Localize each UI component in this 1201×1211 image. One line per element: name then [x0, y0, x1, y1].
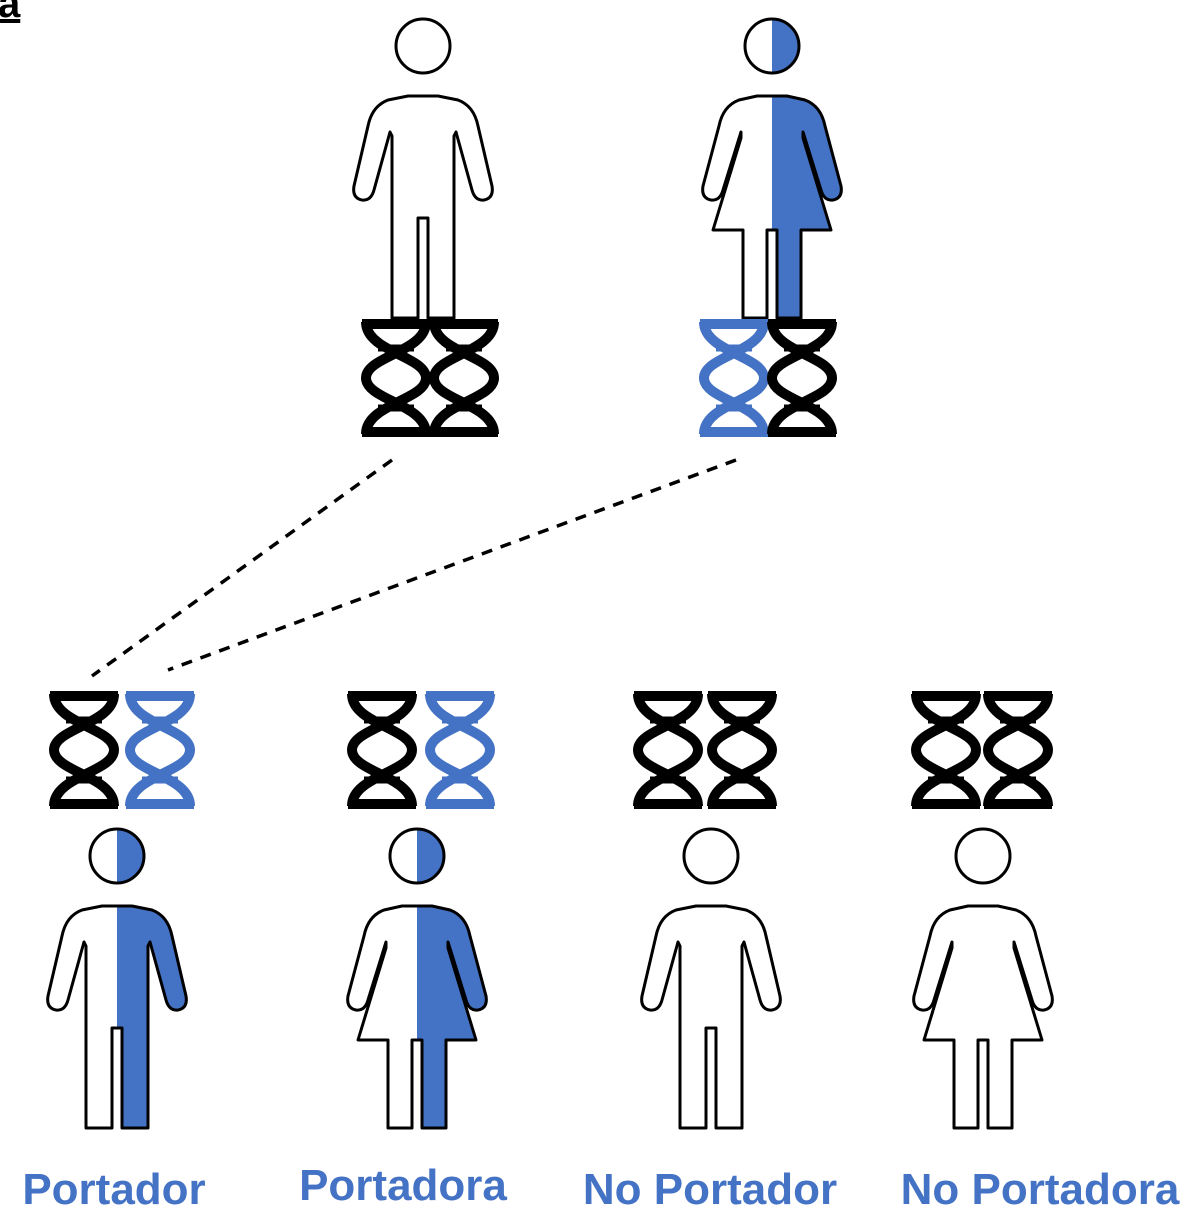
- mother-head-carrier-half: [772, 19, 799, 73]
- child-2-chromosome-1: [346, 691, 418, 809]
- child-4-head: [954, 827, 1012, 885]
- child-1-body: [46, 904, 188, 1130]
- child-3-chromosome-2: [706, 691, 778, 809]
- child-1-chromosome-2: [124, 691, 196, 809]
- child-1-body-carrier-half: [117, 906, 187, 1128]
- child-4-head-fill: [956, 829, 1010, 883]
- mother-head: [743, 17, 801, 75]
- inheritance-lines: [90, 458, 737, 678]
- child-4-chromosome-1: [910, 691, 982, 809]
- child-label-no-portador: No Portador: [582, 1165, 838, 1211]
- child-1-head: [88, 827, 146, 885]
- father-head-fill: [396, 19, 450, 73]
- child-4-body-fill: [913, 906, 1053, 1128]
- mother-chromosome-2: [766, 319, 838, 437]
- family-figures: [46, 17, 1054, 1130]
- child-4-body: [912, 904, 1054, 1130]
- child-3-head-fill: [684, 829, 738, 883]
- father-figure: [352, 17, 494, 320]
- child-3-chromosome-1: [632, 691, 704, 809]
- child-2-figure: [346, 827, 488, 1130]
- mother-figure: [701, 17, 843, 320]
- mother-body: [701, 94, 843, 320]
- inheritance-line-father-to-child-1: [90, 458, 394, 678]
- inheritance-line-mother-to-child-1: [167, 458, 737, 672]
- child-4-chromosome-2: [982, 691, 1054, 809]
- child-2-head-carrier-half: [417, 829, 444, 883]
- child-1-figure: [46, 827, 188, 1130]
- child-1-head-carrier-half: [117, 829, 144, 883]
- mother-chromosome-1: [698, 319, 770, 437]
- child-label-portador: Portador: [22, 1165, 206, 1211]
- child-3-head: [682, 827, 740, 885]
- child-4-figure: [912, 827, 1054, 1130]
- child-2-body: [346, 904, 488, 1130]
- father-chromosome-1: [360, 319, 432, 437]
- father-body-fill: [353, 96, 493, 318]
- child-2-body-carrier-half: [417, 906, 487, 1128]
- father-body: [352, 94, 494, 320]
- child-2-head: [388, 827, 446, 885]
- child-label-no-portadora: No Portadora: [900, 1165, 1180, 1211]
- panel-label: a: [0, 0, 21, 26]
- child-3-body: [640, 904, 782, 1130]
- child-3-figure: [640, 827, 782, 1130]
- father-chromosome-2: [428, 319, 500, 437]
- child-1-chromosome-1: [48, 691, 120, 809]
- child-3-body-fill: [641, 906, 781, 1128]
- child-label-portadora: Portadora: [299, 1161, 507, 1210]
- child-2-chromosome-2: [424, 691, 496, 809]
- father-head: [394, 17, 452, 75]
- mother-body-carrier-half: [772, 96, 842, 318]
